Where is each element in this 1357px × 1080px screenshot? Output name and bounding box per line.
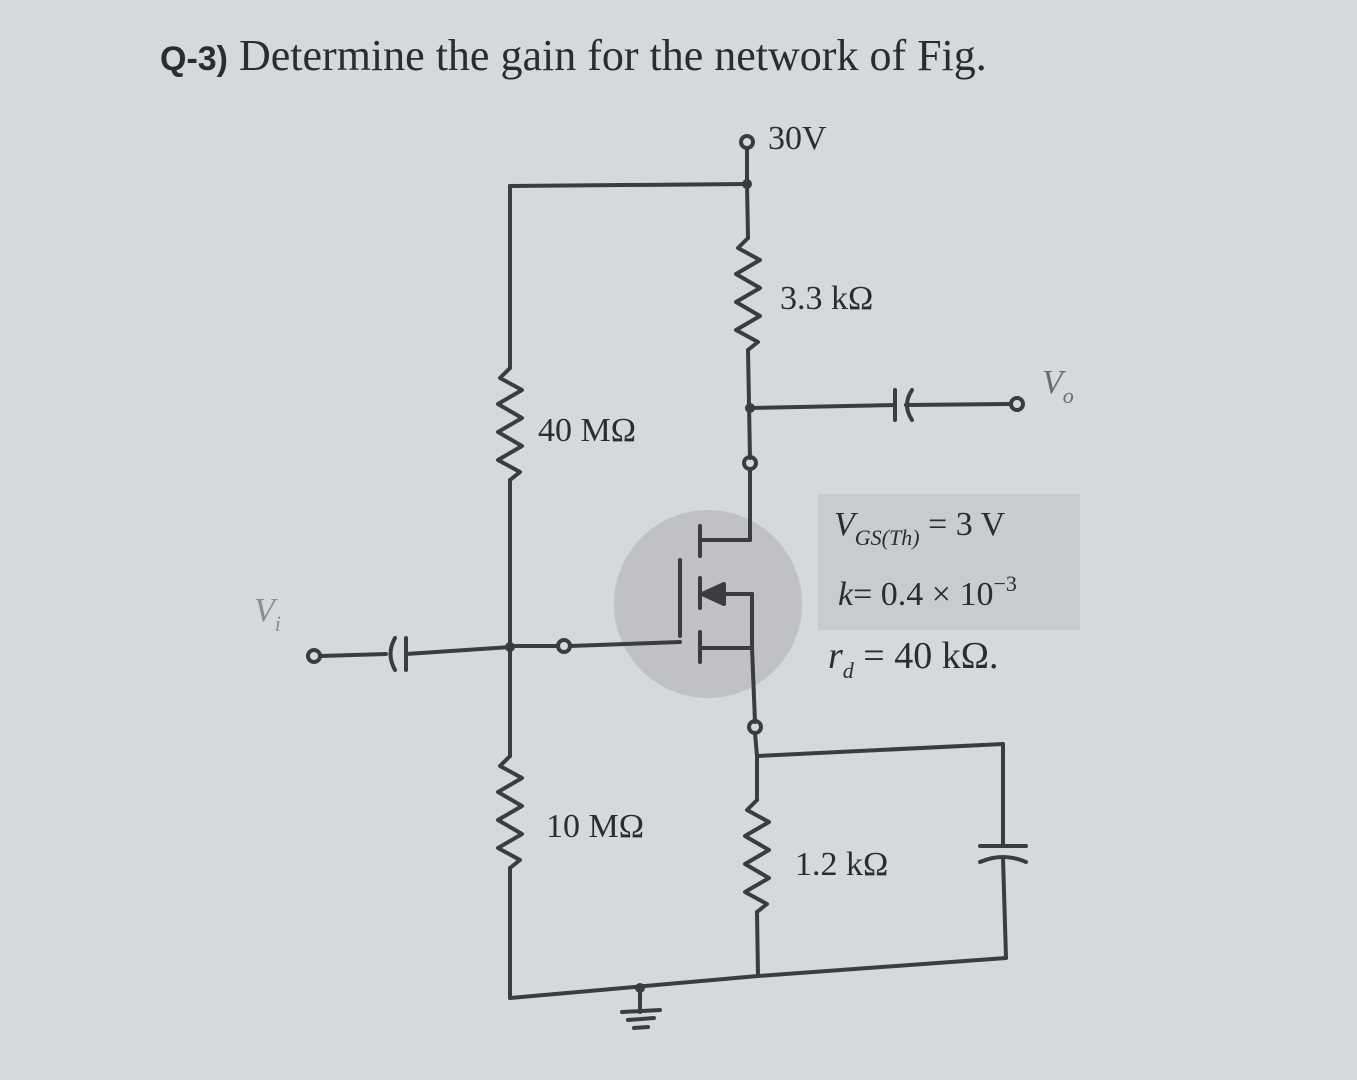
bypass-bottom-wire: [756, 956, 1008, 978]
node-ground: [635, 983, 645, 993]
source-resistor-label: 1.2 kΩ: [795, 846, 889, 883]
output-wire-left: [748, 403, 897, 410]
gate-resistor-bottom: [496, 754, 524, 870]
question-number: Q-3): [160, 40, 228, 78]
source-wire: [750, 646, 757, 724]
node-gate: [505, 642, 515, 652]
body-arrow: [700, 582, 726, 606]
gate-resistor-top-label: 40 MΩ: [538, 412, 636, 449]
gate-resistor-bottom-label: 10 MΩ: [546, 808, 644, 845]
input-wire-right: [404, 645, 512, 656]
output-terminal: [1009, 396, 1025, 412]
spec-highlight: [818, 494, 1080, 630]
source-resistor-bottom: [755, 910, 760, 978]
spec-vgs-th: VGS(Th) = 3 V: [834, 506, 1006, 550]
bypass-wire-bottom: [1001, 856, 1008, 960]
source-resistor: [743, 798, 771, 914]
output-wire-right: [904, 402, 1012, 407]
input-label: Vi: [254, 592, 281, 636]
drain-resistor: [734, 236, 762, 352]
top-rail: [508, 182, 749, 188]
ground-rail: [508, 974, 760, 1000]
node-top: [742, 179, 752, 189]
question-text: Determine the gain for the network of Fi…: [239, 31, 987, 80]
spec-k: k= 0.4 × 10−3: [838, 571, 1017, 613]
drain-wire-top: [745, 182, 750, 240]
node-output: [745, 403, 755, 413]
question-title: Q-3) Determine the gain for the network …: [160, 30, 987, 81]
ground-bar-1: [620, 1008, 662, 1014]
bypass-top-wire: [755, 742, 1005, 758]
drain-resistor-label: 3.3 kΩ: [780, 280, 874, 317]
ground-bar-3: [632, 1025, 650, 1030]
supply-label: 30V: [768, 120, 827, 157]
source-wire-lower: [753, 731, 759, 758]
input-capacitor-plate1: [388, 636, 397, 672]
transistor-highlight: [614, 510, 802, 698]
ground-bar-2: [626, 1016, 656, 1022]
gate-wire-right: [568, 640, 682, 648]
gate-resistor-top: [496, 366, 524, 482]
input-wire-left: [318, 652, 388, 658]
output-label: Vo: [1042, 364, 1074, 408]
spec-rd: rd = 40 kΩ.: [828, 635, 999, 683]
